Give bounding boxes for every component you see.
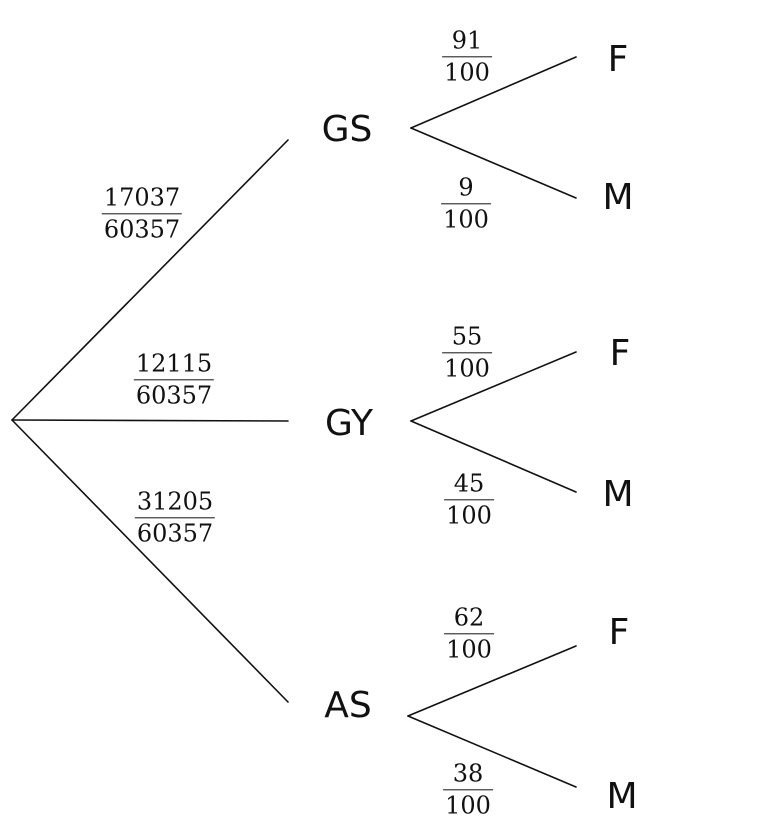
fraction-bar (101, 213, 183, 215)
prob-gy: 12115 60357 (133, 349, 215, 410)
edge-gy-f (410, 351, 577, 422)
fraction-bar (441, 203, 491, 205)
edge-root-as (11, 419, 289, 703)
fraction-bar (442, 56, 492, 58)
leaf-gs-f: F (607, 39, 629, 80)
leaf-gy-m: M (602, 474, 634, 515)
prob-gy-denominator: 60357 (135, 381, 213, 410)
prob-as-f-numerator: 62 (453, 603, 485, 632)
prob-gs-numerator: 17037 (103, 183, 181, 212)
fraction-bar (444, 499, 494, 501)
prob-as-f: 62 100 (444, 605, 494, 662)
prob-gs-f: 91 100 (442, 28, 492, 85)
prob-gs: 17037 60357 (101, 183, 183, 244)
edge-gs-m (410, 127, 577, 199)
prob-as-m-denominator: 100 (445, 791, 491, 820)
prob-as-numerator: 31205 (136, 487, 214, 516)
leaf-gs-m: M (602, 177, 634, 218)
prob-as: 31205 60357 (134, 487, 216, 548)
leaf-as-f: F (608, 612, 630, 653)
edge-root-gs (11, 139, 289, 421)
edge-as-f (407, 645, 577, 717)
prob-gs-m-numerator: 9 (458, 173, 474, 202)
prob-gy-m: 45 100 (444, 471, 494, 528)
prob-gs-m-denominator: 100 (443, 205, 489, 234)
edge-gs-f (410, 56, 577, 129)
leaf-gy-f: F (609, 333, 631, 374)
node-gs: GS (321, 109, 373, 150)
prob-gs-denominator: 60357 (103, 215, 181, 244)
fraction-bar (133, 379, 215, 381)
prob-gs-m: 9 100 (441, 175, 491, 232)
prob-gs-f-denominator: 100 (444, 58, 490, 87)
node-as: AS (324, 685, 372, 726)
prob-gy-f-denominator: 100 (444, 354, 490, 383)
edge-root-gy (11, 419, 289, 422)
fraction-bar (444, 633, 494, 635)
prob-as-f-denominator: 100 (446, 635, 492, 664)
prob-gy-numerator: 12115 (135, 349, 213, 378)
prob-gs-f-numerator: 91 (451, 26, 483, 55)
prob-gy-f: 55 100 (442, 324, 492, 381)
prob-as-m-numerator: 38 (452, 759, 484, 788)
prob-as-denominator: 60357 (136, 519, 214, 548)
edge-gy-m (410, 420, 577, 493)
leaf-as-m: M (606, 776, 638, 817)
prob-gy-f-numerator: 55 (451, 322, 483, 351)
prob-as-m: 38 100 (443, 761, 493, 818)
fraction-bar (443, 789, 493, 791)
fraction-bar (134, 517, 216, 519)
prob-gy-m-denominator: 100 (446, 501, 492, 530)
fraction-bar (442, 352, 492, 354)
node-gy: GY (324, 403, 374, 444)
edge-as-m (407, 715, 577, 788)
prob-gy-m-numerator: 45 (453, 469, 485, 498)
